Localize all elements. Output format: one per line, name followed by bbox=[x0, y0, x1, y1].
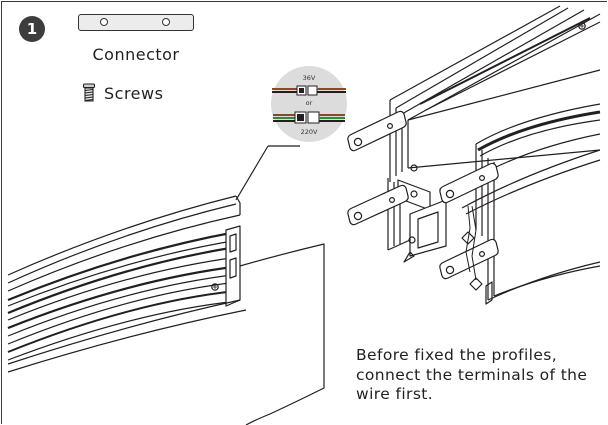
wiring-detail-callout: 36V or 220V bbox=[271, 66, 347, 142]
note-line: wire first. bbox=[356, 385, 434, 403]
step-number-badge: 1 bbox=[19, 16, 45, 42]
left-curved-profile bbox=[7, 195, 325, 425]
wire-connector-36v-icon bbox=[272, 85, 346, 96]
connector-hole-icon bbox=[100, 18, 108, 26]
note-line: connect the terminals of the bbox=[356, 365, 588, 384]
leader-line-diagonal bbox=[235, 145, 269, 201]
connector-icon bbox=[78, 14, 194, 31]
connector-hole-icon bbox=[162, 18, 170, 26]
note-line: Before fixed the profiles, bbox=[356, 346, 558, 364]
screw-icon bbox=[82, 83, 96, 102]
wire-connector-220v-icon bbox=[273, 111, 345, 124]
voltage-36v-label: 36V bbox=[303, 74, 316, 82]
connector-label: Connector bbox=[92, 45, 180, 64]
voltage-220v-label: 220V bbox=[301, 128, 318, 136]
right-corner-assembly bbox=[347, 5, 601, 305]
screws-label: Screws bbox=[104, 84, 164, 103]
instruction-note: Before fixed the profiles, connect the t… bbox=[356, 346, 606, 405]
detail-circle bbox=[271, 66, 347, 142]
or-label: or bbox=[306, 99, 313, 107]
